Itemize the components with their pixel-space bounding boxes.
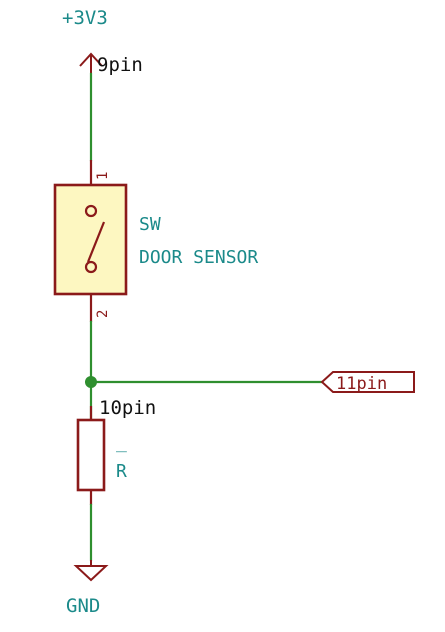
ground-triangle-icon [73,565,109,582]
junction-dot [85,376,97,388]
net-label-9pin: 9pin [97,54,143,76]
switch-lever [86,221,106,263]
resistor[interactable]: _ R [76,406,127,505]
ground-label: GND [66,595,100,617]
switch-contact-top [84,204,98,218]
switch-pin1-number: 1 [95,172,111,180]
global-label-text: 11pin [336,374,387,394]
resistor-body [76,418,106,492]
switch-body [53,183,128,296]
switch-door-sensor[interactable]: 1 2 SW DOOR SENSOR [53,160,258,322]
resistor-value: R [116,461,127,482]
global-label-11pin[interactable]: 11pin [320,371,415,394]
power-3v3-label: +3V3 [62,7,108,29]
resistor-reference: _ [116,432,127,453]
ground-symbol[interactable]: GND [66,560,109,617]
switch-pin2-number: 2 [95,310,111,318]
net-label-10pin: 10pin [99,397,156,419]
power-3v3-symbol[interactable]: +3V3 [62,7,108,74]
switch-reference: SW [139,214,161,235]
switch-value: DOOR SENSOR [139,247,258,268]
global-label-shape [320,371,415,393]
switch-contact-bottom [84,260,98,274]
